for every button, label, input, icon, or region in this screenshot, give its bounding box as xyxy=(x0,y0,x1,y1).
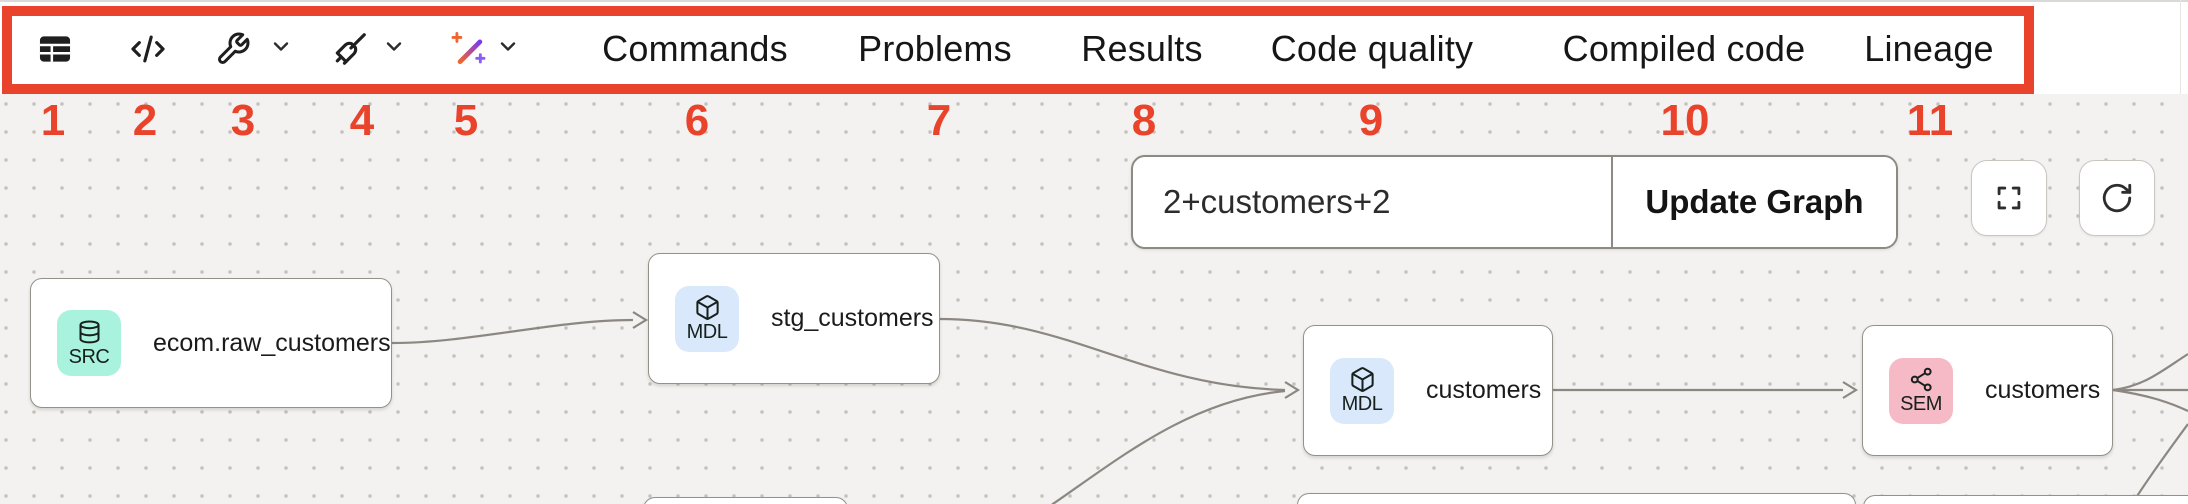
tab-compiled-code[interactable]: Compiled code xyxy=(1562,28,1806,69)
code-icon xyxy=(131,35,165,63)
lineage-node-customers-semantic[interactable]: SEM customers xyxy=(1862,325,2113,456)
chevron-down-icon[interactable] xyxy=(496,35,520,64)
node-type-badge: SEM xyxy=(1889,357,1953,424)
arrowhead-icon xyxy=(1284,381,1301,399)
node-name: customers xyxy=(1985,376,2101,404)
annotation-number: 7 xyxy=(926,96,952,145)
annotation-number: 10 xyxy=(1660,96,1710,145)
table-view-button[interactable] xyxy=(36,30,74,68)
right-divider xyxy=(2180,0,2181,94)
edge-sem-out-top xyxy=(2112,353,2188,392)
annotation-number: 6 xyxy=(684,96,710,145)
lineage-node-customers-model[interactable]: MDL customers xyxy=(1303,325,1553,456)
tab-commands[interactable]: Commands xyxy=(602,28,788,69)
node-name: stg_customers xyxy=(771,304,934,332)
cube-icon xyxy=(1350,367,1374,392)
arrowhead-icon xyxy=(1842,381,1859,399)
annotation-number: 3 xyxy=(230,96,256,145)
top-divider xyxy=(0,0,2188,2)
arrowhead-icon xyxy=(632,311,649,329)
lineage-node-partial[interactable] xyxy=(643,497,848,504)
node-type-badge: SRC xyxy=(57,310,121,376)
node-type-badge: MDL xyxy=(1330,357,1394,424)
share-network-icon xyxy=(1910,367,1932,392)
annotation-number: 8 xyxy=(1131,96,1157,145)
ai-assist-button[interactable] xyxy=(449,30,487,68)
graph-filter-group: Update Graph xyxy=(1131,155,1898,249)
refresh-graph-button[interactable] xyxy=(2079,160,2155,236)
update-graph-button[interactable]: Update Graph xyxy=(1611,157,1896,247)
node-type-label: MDL xyxy=(1341,393,1383,415)
node-name: ecom.raw_customers xyxy=(153,328,391,357)
broom-icon xyxy=(335,33,366,65)
edge-bottom-to-customers xyxy=(1050,389,1286,504)
annotation-number: 1 xyxy=(40,96,66,145)
tab-lineage[interactable]: Lineage xyxy=(1864,28,1994,69)
tab-problems[interactable]: Problems xyxy=(858,28,1012,69)
node-type-label: SRC xyxy=(68,345,110,368)
node-type-badge: MDL xyxy=(675,285,739,352)
node-name: customers xyxy=(1426,376,1542,404)
lineage-node-partial[interactable] xyxy=(1297,493,1856,504)
edge-corner xyxy=(2131,423,2188,504)
code-view-button[interactable] xyxy=(129,30,167,68)
refresh-icon xyxy=(2102,183,2132,213)
annotation-number: 4 xyxy=(349,96,375,145)
annotation-number: 9 xyxy=(1358,96,1384,145)
annotation-number: 2 xyxy=(132,96,158,145)
annotation-number: 5 xyxy=(453,96,479,145)
tab-results[interactable]: Results xyxy=(1081,28,1203,69)
cube-icon xyxy=(695,295,719,320)
edge-stg-to-customers xyxy=(939,317,1286,392)
build-button[interactable] xyxy=(215,31,251,67)
annotation-number: 11 xyxy=(1906,96,1954,145)
chevron-down-icon[interactable] xyxy=(269,35,293,64)
magic-wand-icon xyxy=(451,32,486,65)
database-icon xyxy=(78,319,100,343)
lineage-node-ecom-raw-customers[interactable]: SRC ecom.raw_customers xyxy=(30,278,392,408)
node-type-label: SEM xyxy=(1900,393,1942,415)
lineage-node-partial[interactable] xyxy=(1863,495,2188,504)
edge-raw-to-stg xyxy=(391,318,634,345)
clean-button[interactable] xyxy=(331,30,369,68)
table-icon xyxy=(39,36,71,62)
node-type-label: MDL xyxy=(686,321,728,343)
graph-filter-input[interactable] xyxy=(1133,157,1611,247)
fullscreen-icon xyxy=(1997,186,2021,210)
chevron-down-icon[interactable] xyxy=(382,35,406,64)
tab-code-quality[interactable]: Code quality xyxy=(1270,28,1474,69)
wrench-icon xyxy=(218,32,250,64)
fit-view-button[interactable] xyxy=(1971,160,2047,236)
lineage-node-stg-customers[interactable]: MDL stg_customers xyxy=(648,253,940,384)
edge-sem-out-bottom xyxy=(2112,388,2188,412)
